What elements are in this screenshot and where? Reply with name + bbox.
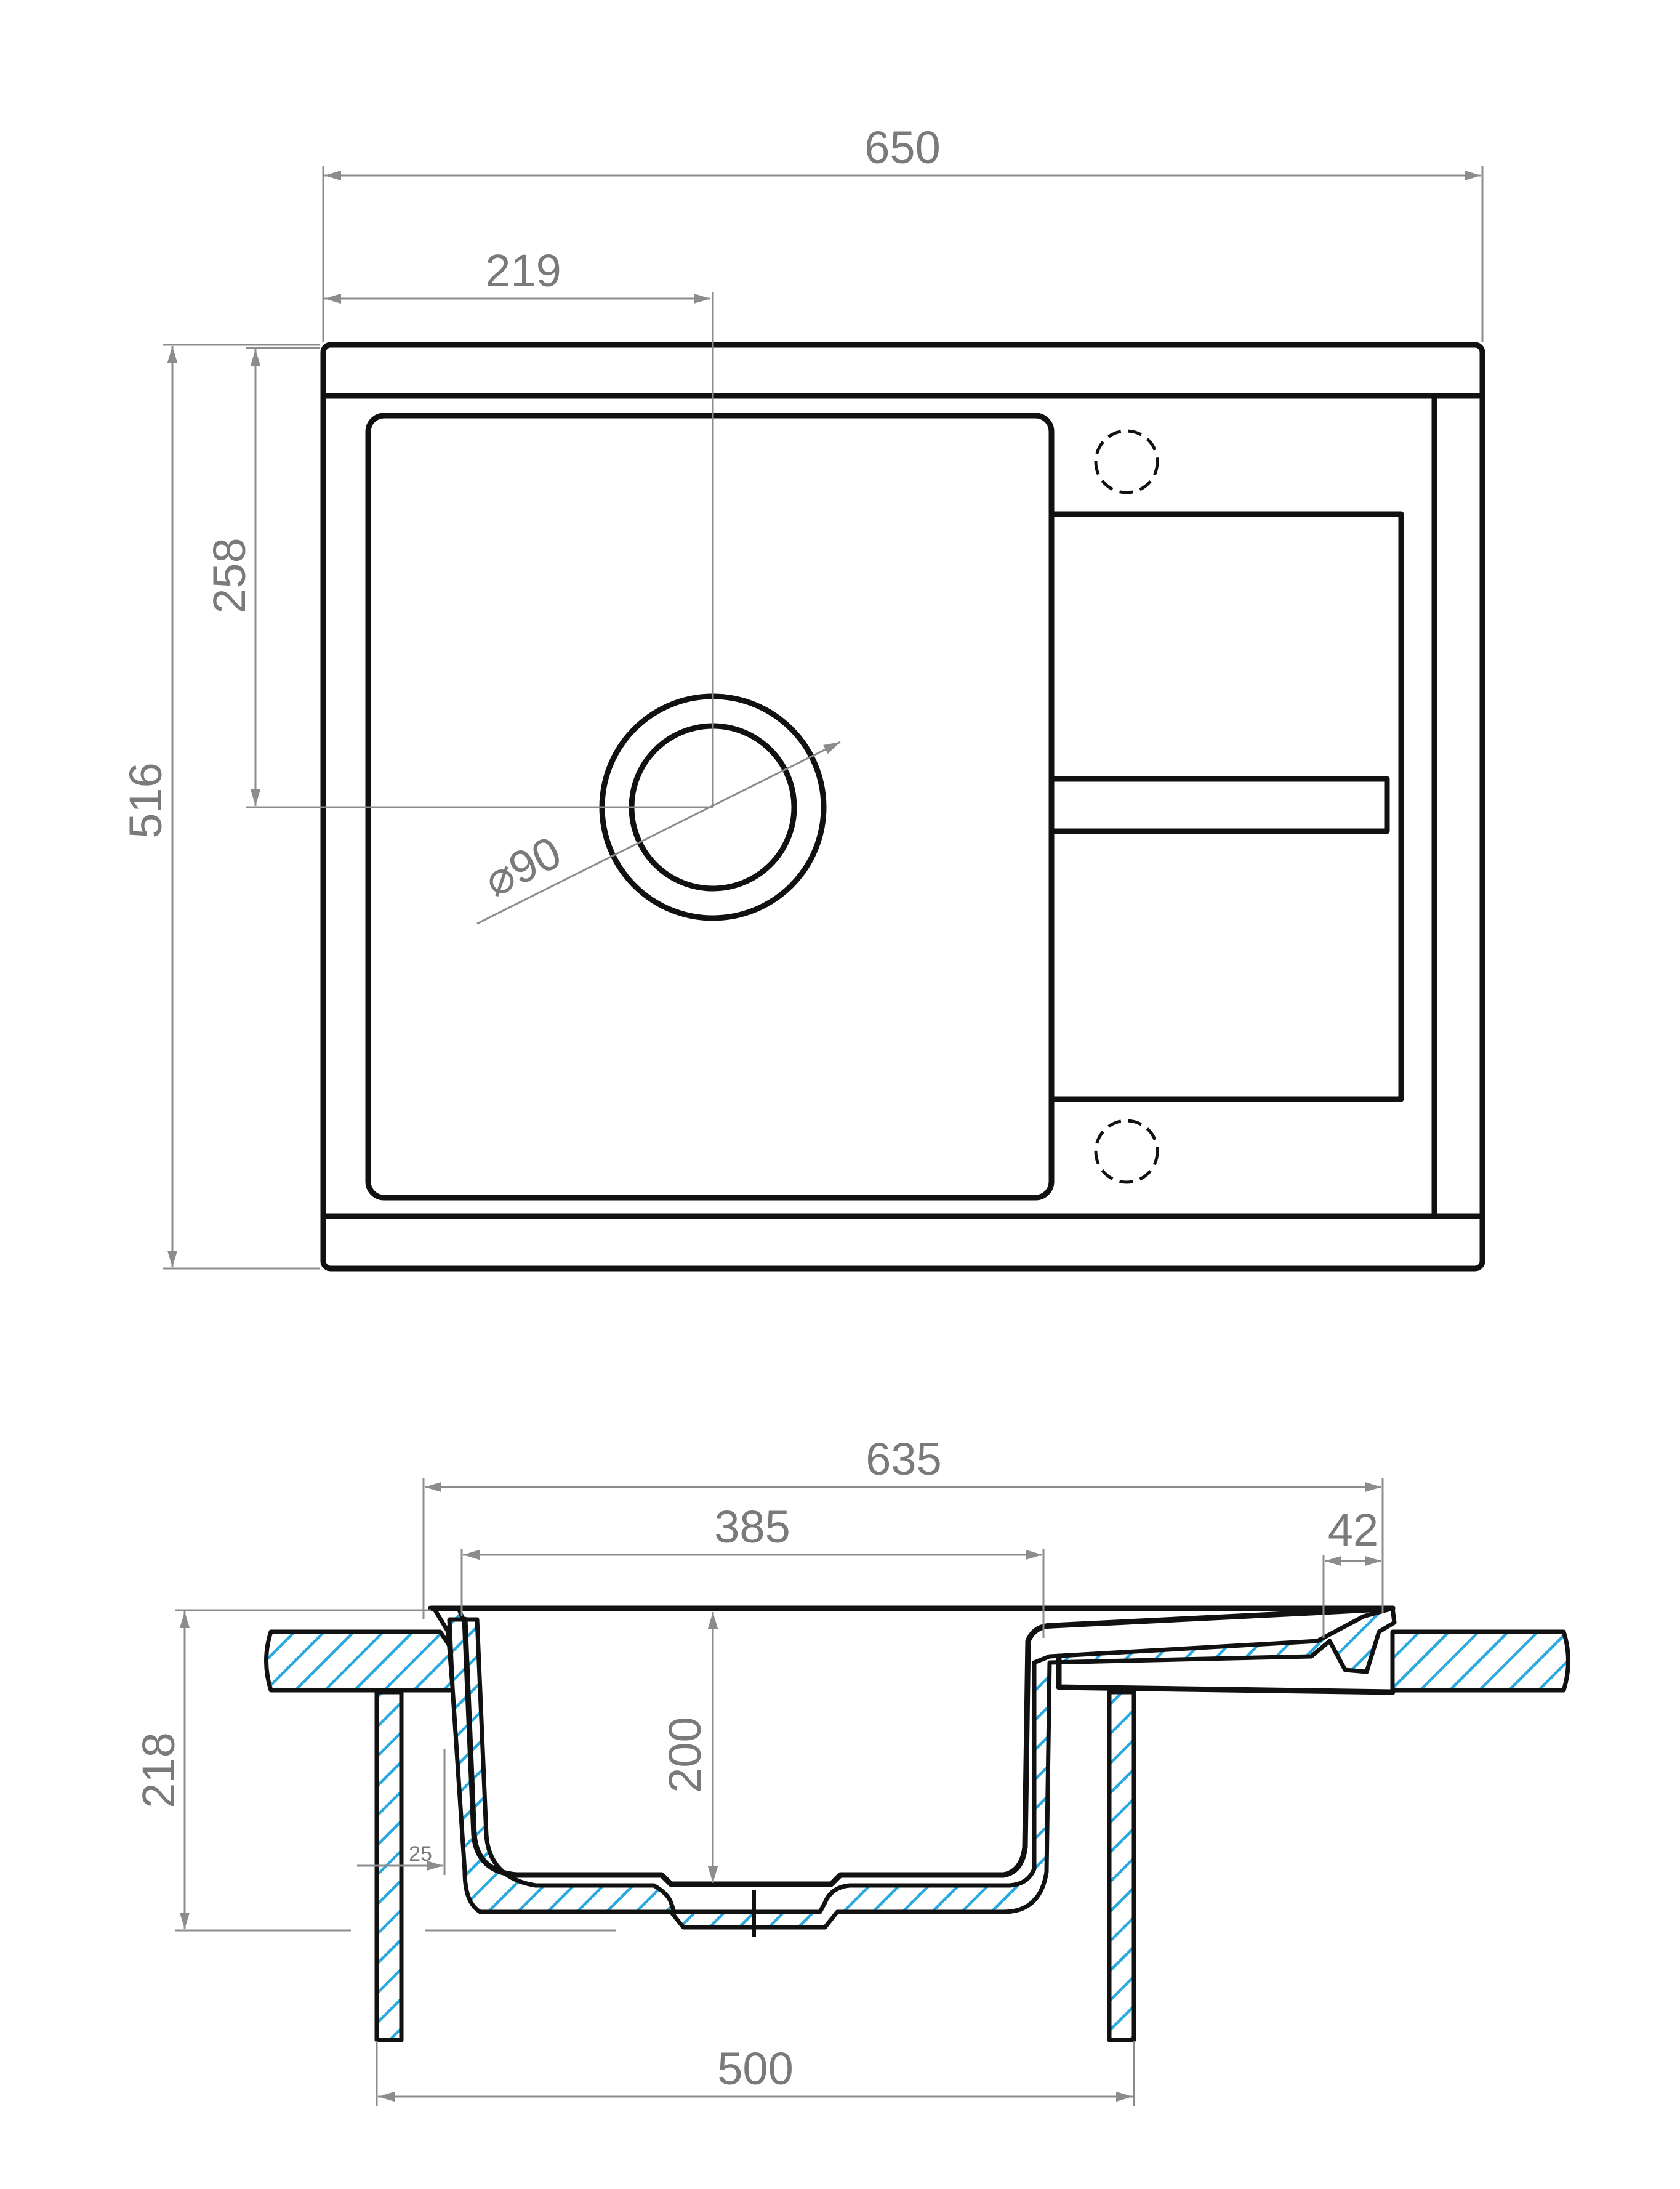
dim-label-42: 42 [1328, 1504, 1378, 1555]
countertop-right [1390, 1629, 1570, 1693]
cabinet-wall-right [1107, 1690, 1136, 2042]
dim-label-650: 650 [864, 122, 940, 173]
dim-label-385: 385 [714, 1501, 790, 1552]
countertop-left [264, 1629, 458, 1693]
dim-label-diameter: ⌀90 [476, 826, 569, 906]
bowl-inner-surface [462, 1605, 1396, 1887]
tap-hole-bottom [1094, 1119, 1159, 1184]
tap-hole-top [1094, 429, 1159, 494]
dim-label-200: 200 [659, 1717, 710, 1792]
dim-label-258: 258 [204, 538, 255, 613]
drainboard-underside [1056, 1653, 1396, 1695]
drainboard-rib [1048, 776, 1390, 834]
dim-label-500: 500 [717, 2043, 793, 2094]
section-view-dimensions: 635 385 42 218 200 25 500 [133, 1433, 1384, 2106]
dim-line-diameter [476, 741, 841, 925]
section-view [264, 1605, 1570, 2042]
dim-label-219: 219 [485, 245, 561, 296]
dim-label-218: 218 [133, 1732, 184, 1808]
dim-label-635: 635 [866, 1433, 941, 1485]
dim-label-516: 516 [120, 762, 171, 838]
bowl-cross-section [447, 1606, 1397, 1930]
drainboard-outline [1048, 511, 1404, 1102]
dim-label-25: 25 [409, 1842, 432, 1866]
